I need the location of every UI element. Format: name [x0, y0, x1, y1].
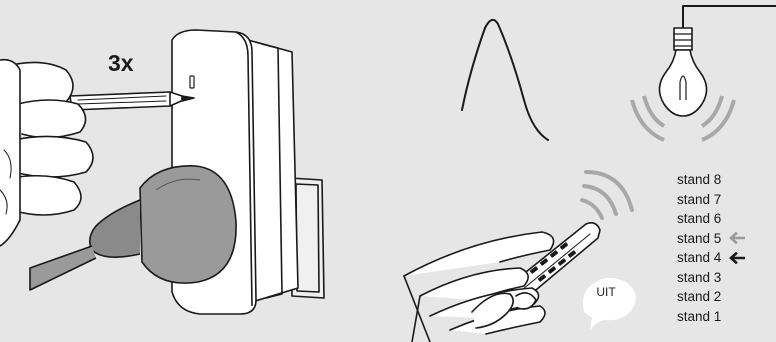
level-label: stand 2 — [677, 287, 721, 307]
level-item: stand 8 — [677, 170, 745, 190]
level-item: stand 2 — [677, 287, 745, 307]
level-label: stand 4 — [677, 248, 721, 268]
light-bulb-icon — [632, 6, 776, 140]
level-label: stand 6 — [677, 209, 721, 229]
level-item: stand 1 — [677, 307, 745, 327]
hand-holding-remote-icon — [404, 223, 600, 342]
press-count-label: 3x — [108, 50, 134, 77]
level-item: stand 4 — [677, 248, 745, 268]
level-item: stand 6 — [677, 209, 745, 229]
level-label: stand 1 — [677, 307, 721, 327]
level-label: stand 7 — [677, 190, 721, 210]
level-item: stand 7 — [677, 190, 745, 210]
level-item: stand 3 — [677, 268, 745, 288]
level-label: stand 5 — [677, 229, 721, 249]
signal-waves-icon — [582, 172, 632, 218]
dimmer-level-list: stand 8 stand 7 stand 6 stand 5 stand 4 … — [677, 170, 745, 326]
level-label: stand 3 — [677, 268, 721, 288]
bell-curve-icon — [462, 20, 548, 140]
arrow-left-dark-icon — [729, 252, 745, 264]
level-item: stand 5 — [677, 229, 745, 249]
arrow-left-light-icon — [729, 232, 745, 244]
level-label: stand 8 — [677, 170, 721, 190]
off-label: UIT — [584, 285, 628, 299]
